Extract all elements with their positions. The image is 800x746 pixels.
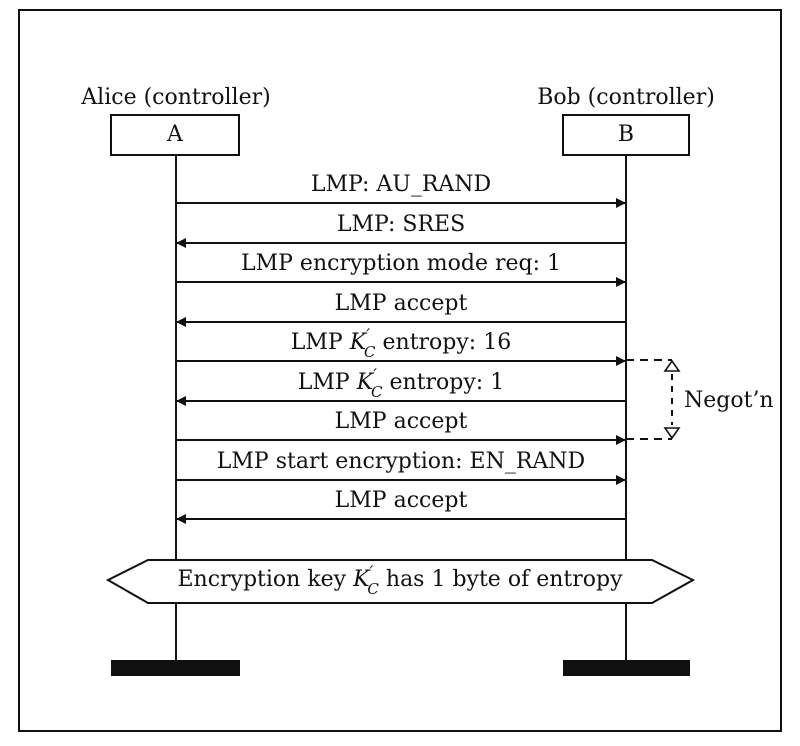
negotiation-label: Negot’n <box>684 388 774 413</box>
message-label-5: LMP K′C entropy: 16 <box>291 326 511 361</box>
message-label-4: LMP accept <box>335 291 468 316</box>
message-label-2: LMP: SRES <box>337 212 465 237</box>
negotiation-bracket <box>626 359 681 440</box>
message-label-9: LMP accept <box>335 488 468 513</box>
message-label-3: LMP encryption mode req: 1 <box>241 251 561 276</box>
message-label-1: LMP: AU_RAND <box>311 172 491 197</box>
messages-group: LMP: AU_RAND LMP: SRES LMP encryption mode… <box>176 172 626 524</box>
message-label-6: LMP K′C entropy: 1 <box>298 366 504 401</box>
note-hexagon <box>105 559 696 604</box>
participant-name-bob: Bob (controller) <box>537 85 715 110</box>
participant-box-label-alice: A <box>166 122 184 147</box>
participant-box-label-bob: B <box>618 122 634 147</box>
diagram-frame <box>18 9 782 732</box>
lifeline-end-bob <box>563 660 690 676</box>
participant-name-alice: Alice (controller) <box>80 85 270 110</box>
lifeline-end-alice <box>111 660 240 676</box>
message-label-7: LMP accept <box>335 409 468 434</box>
message-label-8: LMP start encryption: EN_RAND <box>217 449 585 474</box>
note-text: Encryption key K′C has 1 byte of entropy <box>177 563 623 598</box>
